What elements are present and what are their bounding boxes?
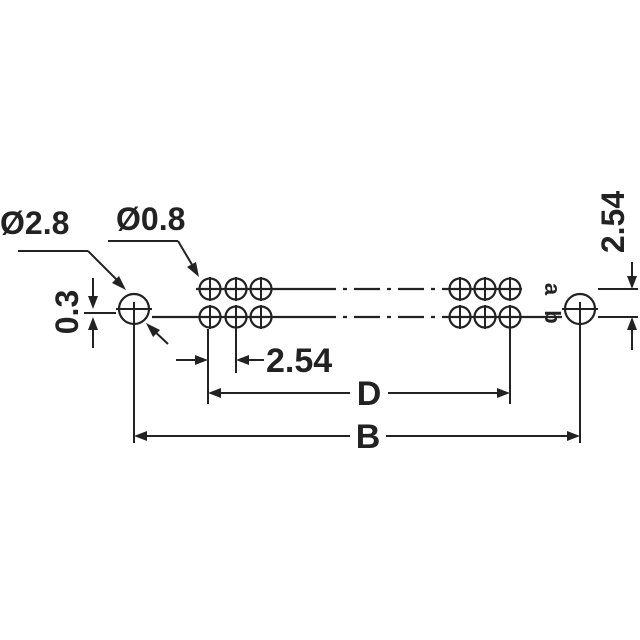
row-a-label: a	[540, 283, 565, 296]
dimension-d	[208, 388, 510, 398]
pin-hole	[498, 305, 522, 329]
dimension-b	[134, 431, 580, 441]
row-b-label: b	[540, 310, 565, 323]
dimension-b-label: B	[356, 418, 381, 456]
pin-hole	[448, 305, 472, 329]
row-pitch-label: 2.54	[595, 191, 631, 253]
offset-label: 0.3	[49, 290, 85, 334]
pin-hole	[249, 277, 273, 301]
dimension-d-label: D	[357, 375, 382, 413]
mount-hole-diameter-label: Ø2.8	[0, 205, 69, 241]
pin-hole	[498, 277, 522, 301]
pin-hole-diameter-leader	[108, 240, 199, 277]
pin-hole	[198, 305, 222, 329]
pitch-label: 2.54	[266, 342, 332, 380]
pin-hole	[448, 277, 472, 301]
pin-row-a	[198, 277, 522, 301]
pin-hole	[473, 305, 497, 329]
pin-hole	[198, 277, 222, 301]
pitch-dimension	[176, 355, 264, 365]
pin-hole	[249, 305, 273, 329]
pin-hole	[224, 305, 248, 329]
offset-dimension	[88, 278, 98, 348]
row-pitch-dimension	[627, 262, 637, 350]
pin-hole	[224, 277, 248, 301]
pin-hole-diameter-label: Ø0.8	[116, 201, 185, 237]
mount-hole-diameter-leader	[18, 250, 169, 345]
pin-row-b	[198, 305, 522, 329]
pin-hole	[473, 277, 497, 301]
